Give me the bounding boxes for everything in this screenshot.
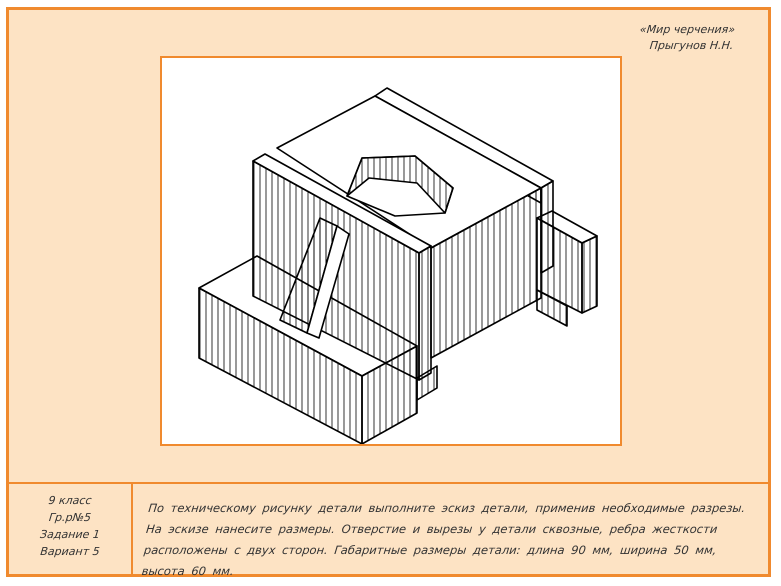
task-number-label: Задание 1 <box>39 528 101 541</box>
task-info-cell: 9 класс Гр.р№5 Задание 1 Вариант 5 <box>9 484 133 574</box>
worksheet-slide: «Мир черчения» Прыгунов Н.Н. <box>6 7 771 578</box>
group-label: Гр.р№5 <box>48 511 92 524</box>
right-step-side <box>581 235 598 314</box>
author-credit: «Мир черчения» Прыгунов Н.Н. <box>637 22 736 54</box>
hex-hole-inner-wall <box>346 155 454 214</box>
front-wall-edge <box>418 245 432 381</box>
back-rib-end <box>540 180 554 274</box>
task-description: По техническому рисунку детали выполните… <box>141 501 746 578</box>
task-description-cell: По техническому рисунку детали выполните… <box>133 484 768 578</box>
base-left-face <box>198 287 363 444</box>
technical-drawing-frame <box>160 56 622 446</box>
grade-label: 9 класс <box>47 494 93 507</box>
task-footer: 9 класс Гр.р№5 Задание 1 Вариант 5 По те… <box>9 482 768 578</box>
author-title: «Мир черчения» <box>639 23 736 36</box>
isometric-part-drawing <box>198 87 598 444</box>
stiffening-rib-face <box>306 225 350 339</box>
variant-label: Вариант 5 <box>39 545 101 558</box>
right-step-foot <box>536 289 568 327</box>
author-name: Прыгунов Н.Н. <box>648 39 734 52</box>
